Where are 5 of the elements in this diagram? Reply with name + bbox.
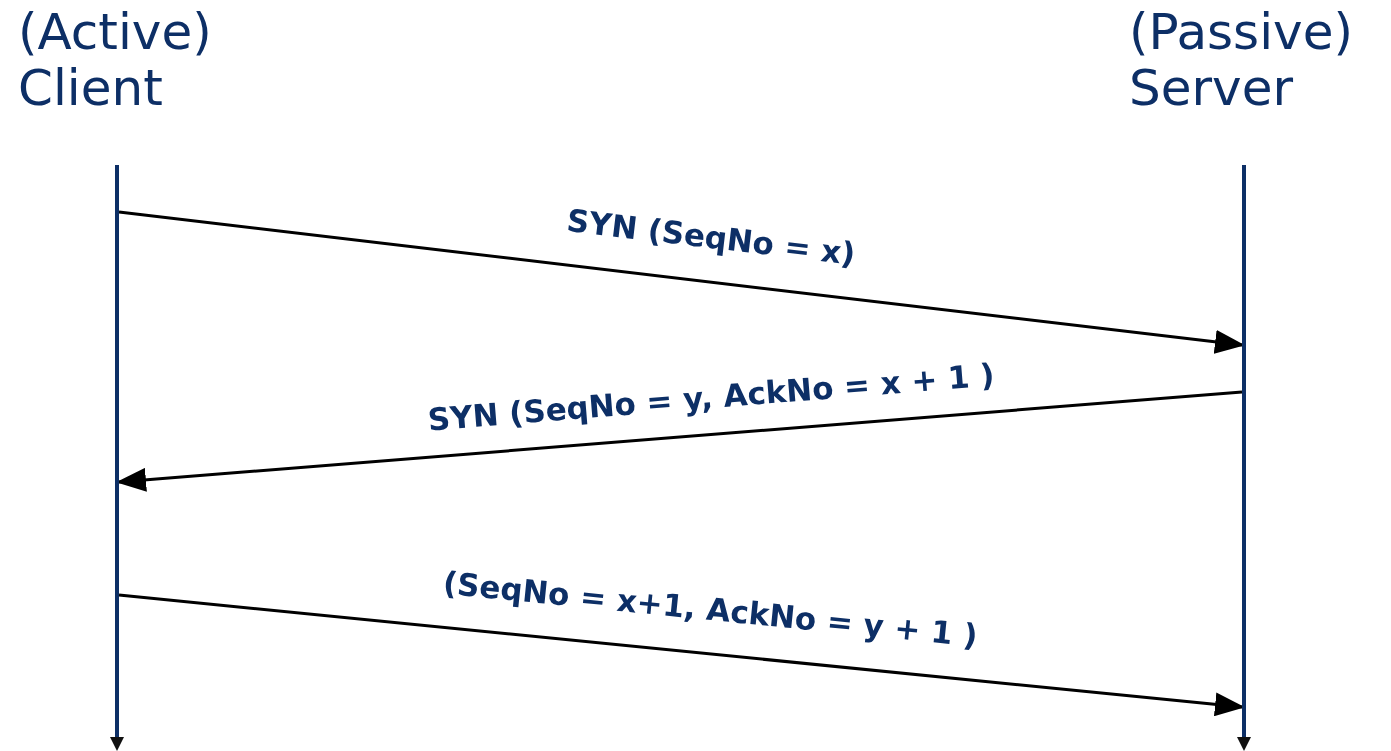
message-arrow [118, 593, 1245, 717]
participant-label: (Passive) Server [1129, 4, 1354, 116]
participant-label: (Active) Client [18, 4, 213, 116]
message-arrow [116, 390, 1243, 492]
message-arrow [118, 210, 1245, 354]
